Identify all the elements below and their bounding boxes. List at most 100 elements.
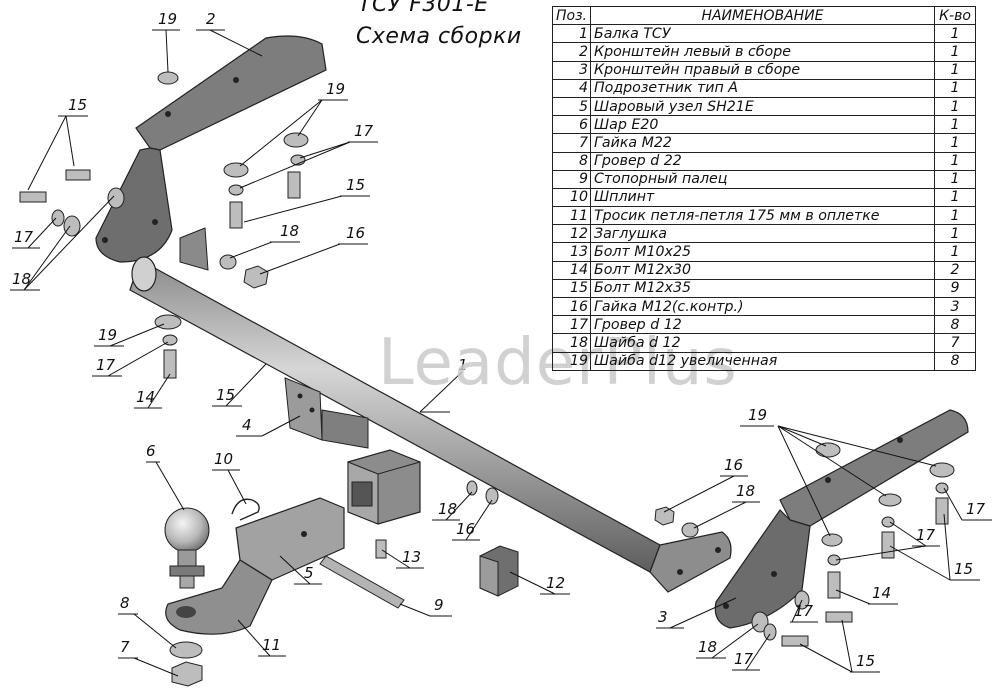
- cell-qty: 1: [934, 242, 976, 262]
- callout-15c: 15: [216, 386, 235, 404]
- cell-pos: 8: [552, 151, 591, 171]
- cell-pos: 9: [552, 169, 591, 189]
- callout-10: 10: [214, 450, 233, 468]
- diagram-subtitle: Схема сборки: [356, 24, 522, 49]
- cell-qty: 1: [934, 187, 976, 208]
- callout-16a: 16: [346, 224, 365, 242]
- lock-pin: [319, 555, 405, 609]
- cell-pos: 11: [552, 206, 591, 226]
- cell-qty: 1: [934, 115, 976, 135]
- cell-name: Гровер d 12: [590, 315, 935, 335]
- cell-qty: 1: [934, 78, 976, 98]
- callout-labels: 19 2 15 19 17 15 17 18 18 16 19 17 14 1 …: [12, 10, 986, 670]
- callout-14a: 14: [136, 388, 155, 406]
- cell-pos: 14: [552, 260, 591, 280]
- diagram-title: ТСУ F301-E: [358, 0, 489, 17]
- callout-16c: 16: [724, 456, 743, 474]
- cell-pos: 7: [552, 133, 591, 153]
- cell-name: Подрозетник тип А: [590, 78, 935, 98]
- callout-9: 9: [434, 596, 444, 614]
- callout-15b: 15: [346, 176, 365, 194]
- callout-7: 7: [120, 638, 130, 656]
- cell-qty: 1: [934, 169, 976, 189]
- callout-17d: 17: [966, 500, 986, 518]
- callout-19d: 19: [748, 406, 767, 424]
- plug: [479, 545, 519, 597]
- callout-17c: 17: [96, 356, 116, 374]
- cell-name: Гайка М12(с.контр.): [590, 296, 935, 317]
- callout-17g: 17: [734, 650, 754, 668]
- cell-pos: 2: [552, 42, 591, 62]
- leader-lines: [10, 29, 992, 677]
- callout-18d: 18: [736, 482, 755, 500]
- cell-qty: 1: [934, 24, 976, 44]
- callout-18c: 18: [438, 500, 457, 518]
- cell-name: Гайка М22: [590, 133, 935, 153]
- cell-pos: 17: [552, 315, 591, 335]
- callout-2: 2: [206, 10, 216, 28]
- cell-pos: 10: [552, 187, 591, 208]
- cell-qty: 1: [934, 224, 976, 244]
- cell-name: Заглушка: [590, 224, 935, 244]
- cell-name: Болт М12х30: [590, 260, 935, 280]
- ball-mount: [165, 497, 345, 635]
- callout-18b: 18: [280, 222, 299, 240]
- callout-1: 1: [458, 356, 468, 374]
- header-name: НАИМЕНОВАНИЕ: [590, 5, 935, 26]
- fasteners: [19, 71, 955, 687]
- cell-name: Шар Е20: [590, 115, 935, 135]
- cell-pos: 4: [552, 78, 591, 98]
- callout-11: 11: [262, 636, 281, 654]
- cell-pos: 6: [552, 115, 591, 135]
- cell-name: Болт М10х25: [590, 242, 935, 262]
- callout-8: 8: [120, 594, 130, 612]
- callout-4: 4: [242, 416, 252, 434]
- cell-pos: 13: [552, 242, 591, 262]
- cell-qty: 8: [934, 351, 976, 371]
- socket-holder: [284, 377, 369, 449]
- cell-qty: 1: [934, 96, 976, 117]
- cell-name: Шайба d 12: [590, 333, 935, 353]
- callout-17a: 17: [354, 122, 374, 140]
- callout-15e: 15: [856, 652, 875, 670]
- cell-name: Кронштейн левый в сборе: [590, 42, 935, 62]
- cell-pos: 19: [552, 351, 591, 371]
- callout-3: 3: [658, 608, 668, 626]
- beam: [129, 227, 732, 593]
- cell-qty: 1: [934, 151, 976, 171]
- callout-16b: 16: [456, 520, 475, 538]
- cell-name: Гровер d 22: [590, 151, 935, 171]
- cell-name: Шплинт: [590, 187, 935, 208]
- callout-15d: 15: [954, 560, 973, 578]
- spec-table-header: Поз. НАИМЕНОВАНИЕ К-во: [552, 5, 976, 26]
- cell-pos: 16: [552, 296, 591, 317]
- cell-qty: 9: [934, 278, 976, 299]
- cell-pos: 1: [552, 24, 591, 44]
- cell-name: Болт М12х35: [590, 278, 935, 299]
- callout-12: 12: [546, 574, 565, 592]
- cell-qty: 1: [934, 42, 976, 62]
- callout-13: 13: [402, 548, 421, 566]
- cell-pos: 12: [552, 224, 591, 244]
